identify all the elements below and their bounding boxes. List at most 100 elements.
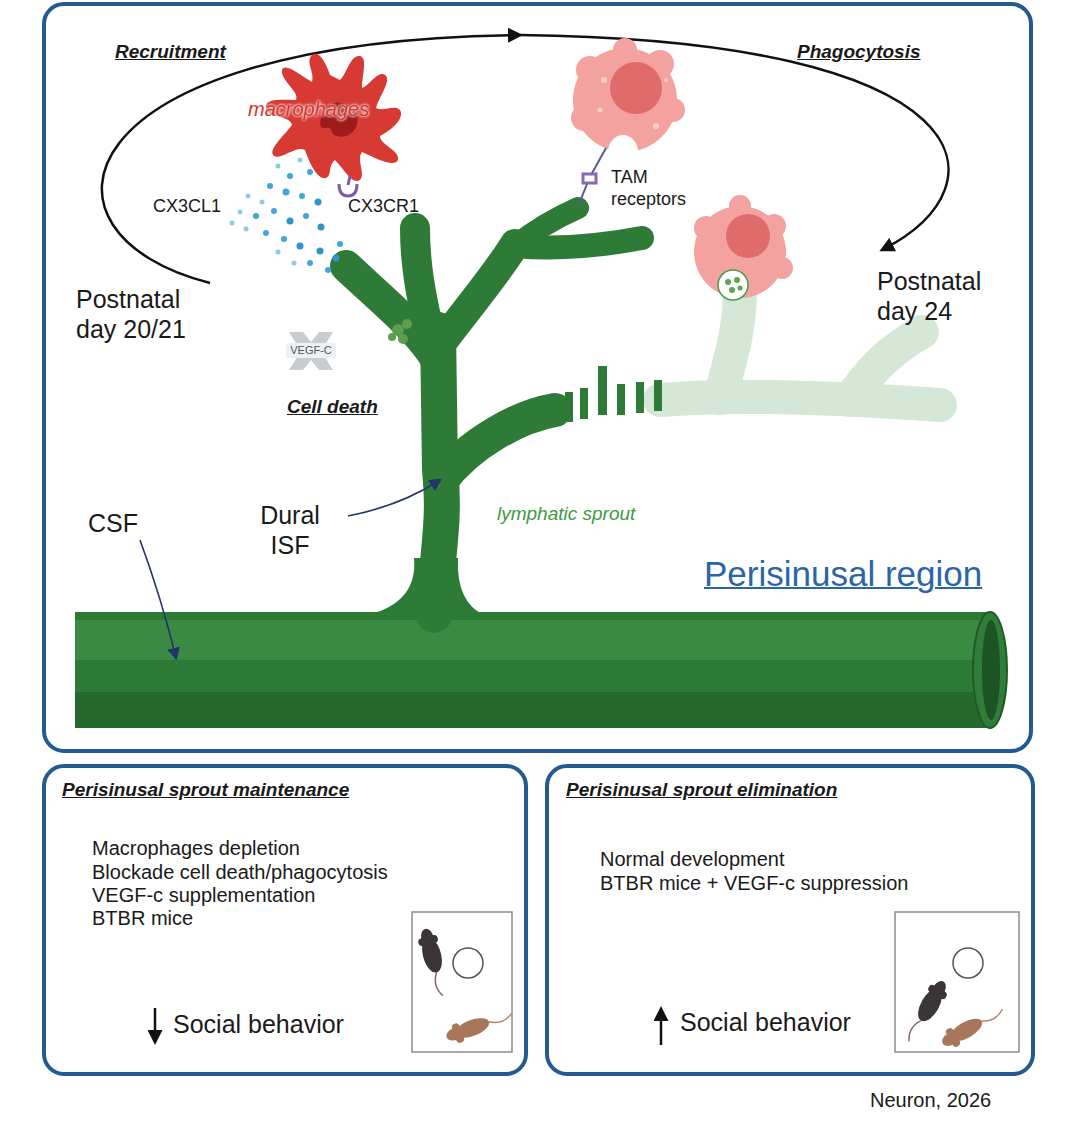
tam-receptor	[583, 174, 596, 183]
sinus-opening	[973, 612, 1007, 728]
chemokine-dot	[246, 194, 251, 199]
condition-item: Macrophages depletion	[92, 838, 300, 858]
chemokine-dot	[281, 236, 287, 242]
flow-arrow	[140, 540, 176, 658]
mouse-ear	[945, 1027, 956, 1038]
outcome-label: Social behavior	[680, 1010, 851, 1035]
cup	[453, 948, 483, 978]
chemokine-dot	[271, 208, 277, 214]
chemokine-dot	[276, 250, 281, 255]
chemokine-dot	[298, 158, 303, 163]
mouse-tail	[982, 1009, 1005, 1024]
source-note: Neuron, 2026	[870, 1090, 991, 1110]
macrophage-bleb	[576, 56, 604, 84]
fluid-label: CSF	[88, 511, 138, 536]
mouse-dark	[415, 926, 452, 998]
granule	[653, 123, 659, 129]
condition-item: BTBR mice + VEGF-c suppression	[600, 873, 908, 893]
factor-label: VEGF-C	[283, 345, 339, 356]
condition-item: Blockade cell death/phagocytosis	[92, 862, 388, 882]
mouse-brown	[443, 1004, 515, 1046]
phagosome	[718, 270, 748, 300]
mouse-tail	[489, 1014, 513, 1026]
regressing-segment	[598, 366, 607, 415]
decrease-arrow	[154, 1008, 157, 1042]
regressing-segment	[636, 382, 644, 413]
process-label: Phagocytosis	[797, 42, 921, 61]
faded-sprout	[720, 290, 740, 398]
chemokine-dot	[276, 164, 281, 169]
factor-badge: VEGF-C	[283, 328, 339, 374]
fluid-label: Dural ISF	[248, 500, 332, 560]
regressing-segment	[617, 384, 625, 415]
panel-title: Perisinusal sprout maintenance	[62, 780, 349, 799]
flow-arrow	[348, 480, 440, 516]
region-title: Perisinusal region	[704, 556, 982, 591]
chemokine-dot	[307, 260, 313, 266]
engulfed-debris	[729, 287, 735, 293]
chemokine-dot	[244, 227, 249, 232]
molecule-label: CX3CR1	[348, 197, 419, 215]
faded-sprout	[660, 397, 940, 405]
molecule-label: TAM receptors	[611, 166, 706, 210]
receptor-stem	[591, 148, 606, 175]
chemokine-dot	[337, 241, 343, 247]
sprout-branch	[440, 244, 515, 345]
condition-item: Normal development	[600, 849, 785, 869]
mouse-ear	[455, 1034, 465, 1044]
macrophage-bleb	[694, 216, 718, 240]
sinus-highlight	[75, 620, 990, 660]
chemokine-dot	[317, 248, 324, 255]
chemokine-dot	[263, 230, 269, 236]
test-arena	[412, 912, 512, 1052]
mouse-ear	[951, 1037, 962, 1048]
mouse-ear	[417, 937, 427, 947]
sprout-branch	[515, 238, 642, 248]
phagocytic-cup	[608, 135, 638, 169]
chemokine-dot	[253, 213, 259, 219]
chemokine-dot	[292, 261, 297, 266]
receptor-stem	[348, 176, 350, 185]
chemokine-dot	[287, 173, 293, 179]
faded-sprout	[850, 332, 922, 400]
cell-debris	[402, 319, 412, 329]
engulfed-debris	[734, 277, 740, 283]
granule	[664, 78, 668, 82]
cell-label: macrophages	[248, 99, 369, 119]
sinus-lumen	[982, 620, 1000, 720]
chemokine-dot	[267, 183, 273, 189]
mouse-ear	[451, 1022, 461, 1032]
top-panel: Perisinusal region VEGF-C	[42, 2, 1033, 753]
chemokine-dot	[260, 200, 265, 205]
outcome-panel: Perisinusal sprout eliminationNormal dev…	[545, 764, 1035, 1076]
chemokine-dot	[333, 255, 340, 262]
macrophage-nucleus	[726, 214, 770, 258]
macrophage-bleb	[661, 98, 685, 122]
sprout-branch	[415, 228, 430, 335]
chemokine-dot	[297, 243, 304, 250]
regressing-segment	[654, 380, 662, 411]
outcome-panel: Perisinusal sprout maintenanceMacrophage…	[42, 764, 528, 1076]
chemokine-dot	[315, 199, 322, 206]
outcome-label: Social behavior	[173, 1012, 344, 1037]
macrophage-bleb	[613, 38, 637, 62]
timepoint-label: Postnatal day 20/21	[76, 284, 206, 344]
sprout-branch	[440, 410, 555, 482]
increase-arrow	[660, 1009, 663, 1045]
chemokine-dot	[238, 210, 243, 215]
mouse-ear	[927, 984, 938, 995]
engulfed-debris	[738, 286, 743, 291]
mouse-tail	[906, 1019, 921, 1042]
regressing-segment	[580, 388, 588, 419]
macrophage-bleb	[571, 105, 597, 131]
granule	[601, 77, 607, 83]
macrophage-bleb	[729, 195, 751, 217]
granule	[598, 108, 603, 113]
cx3cr1-receptor	[339, 184, 357, 196]
regressing-segment	[565, 392, 573, 422]
engulfed-debris	[725, 279, 731, 285]
chemokine-dot	[325, 267, 331, 273]
macrophage-nucleus	[610, 62, 662, 114]
sinus-shadow	[75, 692, 990, 728]
